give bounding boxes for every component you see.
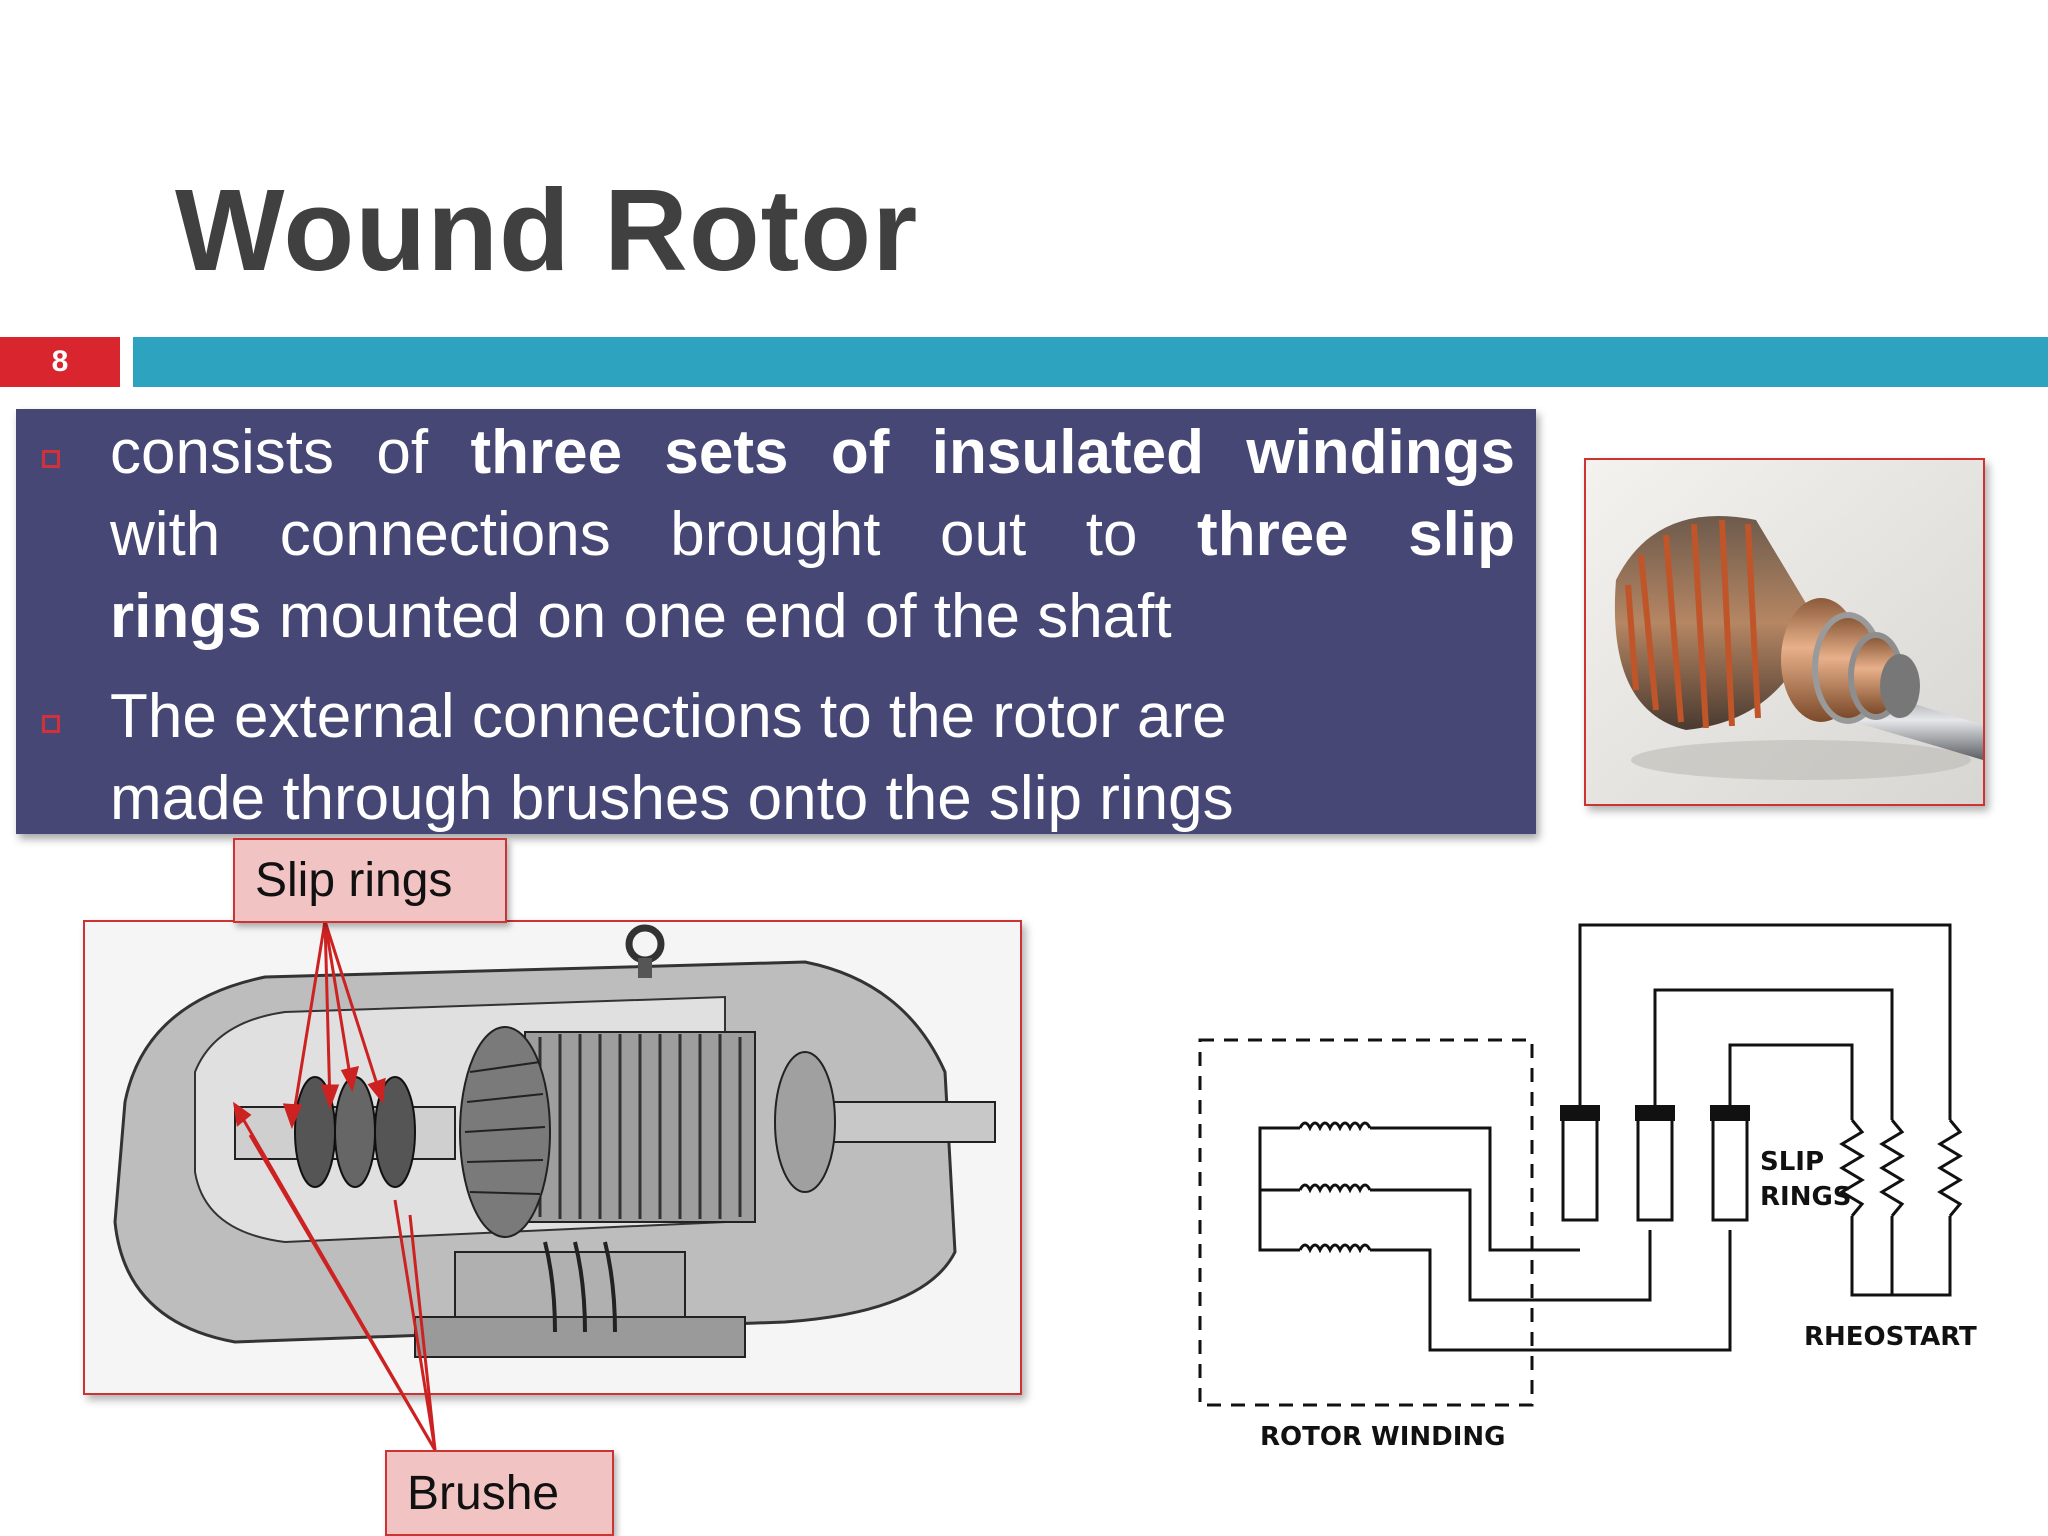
coil-2	[1298, 1183, 1372, 1194]
header-accent-bar	[133, 337, 2048, 387]
slip-label-2: RINGS	[1760, 1182, 1852, 1212]
bullet-marker-2	[42, 715, 60, 733]
rotor-wiring-schematic: SLIP RINGS RHEOSTART ROTOR WINDING	[1198, 923, 1977, 1452]
bullet-text-1: consists of three sets of insulated wind…	[110, 412, 1515, 658]
bullet-1-line-2b: three slip	[1197, 500, 1516, 569]
slip-rings-callout: Slip rings	[233, 838, 507, 923]
bullet-1-line-3a: rings	[110, 582, 262, 651]
bullet-1-line-1b: three sets of insulated windings	[470, 418, 1515, 487]
slip-ring-2	[1636, 1108, 1674, 1222]
motor-cutaway-illustration	[83, 920, 1022, 1395]
slide-number-box	[0, 337, 120, 387]
slip-ring-3	[1711, 1108, 1749, 1222]
rotor-winding-box	[1198, 1038, 1534, 1407]
bullet-1-line-2a: with connections brought out to	[110, 500, 1198, 569]
slip-label-1: SLIP	[1760, 1147, 1824, 1177]
rotor-photo-illustration	[1586, 460, 1983, 804]
bullet-1-line-3: rings mounted on one end of the shaft	[110, 576, 1515, 658]
bullet-panel	[16, 409, 1536, 834]
bullet-2-line-1: The external connections to the rotor ar…	[110, 682, 1227, 751]
bullet-1-line-2: with connections brought out to three sl…	[110, 494, 1515, 576]
bullet-1-line-3b: mounted on one end of the shaft	[261, 582, 1172, 651]
bullet-marker-1	[42, 450, 60, 468]
rheostat-label: RHEOSTART	[1804, 1322, 1977, 1352]
slide-number: 8	[51, 345, 69, 378]
rotor-winding-label: ROTOR WINDING	[1260, 1422, 1506, 1452]
bullet-1-line-1: consists of three sets of insulated wind…	[110, 412, 1515, 494]
coil-1	[1298, 1121, 1372, 1132]
brushes-callout: Brushe	[385, 1450, 614, 1536]
bullet-1-line-1a: consists of	[110, 418, 471, 487]
bullet-text-2: The external connections to the rotor ar…	[110, 676, 1515, 840]
motor-cutaway-drawing	[85, 922, 1020, 1393]
rotor-photo	[1584, 458, 1985, 806]
bullet-2-line-2: made through brushes onto the slip rings	[110, 764, 1234, 833]
slip-ring-1	[1561, 1108, 1599, 1222]
coil-3	[1298, 1243, 1372, 1254]
slide-title: Wound Rotor	[175, 165, 919, 295]
